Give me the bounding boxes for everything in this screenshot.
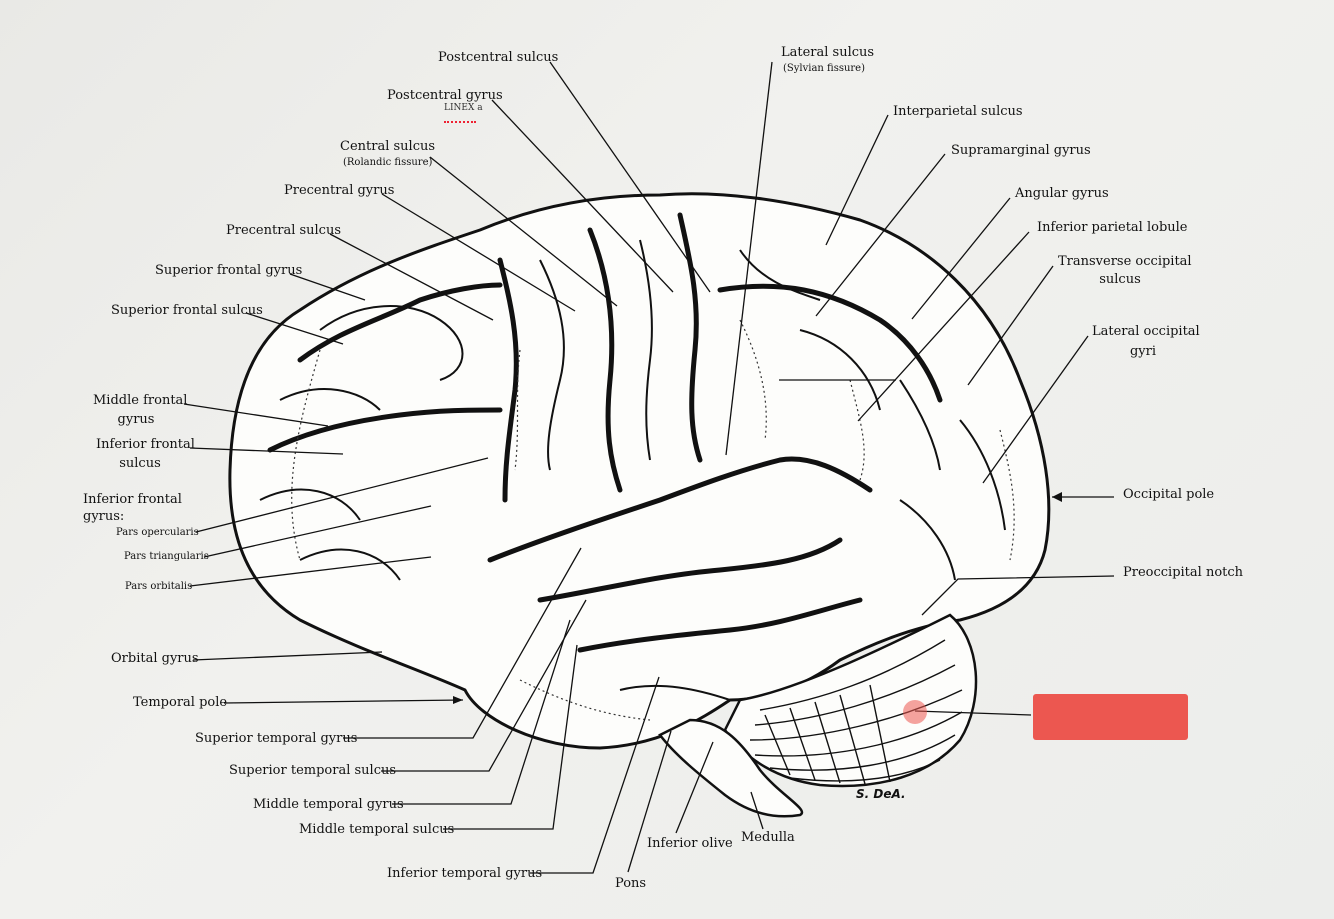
label-lateral-sulcus: Lateral sulcus [781,45,875,60]
label-pars-opercularis: Pars opercularis [116,527,199,538]
label-inferior-temporal-gyrus: Inferior temporal gyrus [387,866,543,881]
leader-preoccipital-notch [921,575,1115,616]
leader-lines [183,61,1115,874]
label-superior-frontal-gyrus: Superior frontal gyrus [155,263,303,278]
label-inferior-frontal-sulcus-2: sulcus [119,456,161,471]
leader-postcentral-sulcus [549,61,711,293]
leader-lateral-sulcus [725,61,773,456]
leader-inferior-olive [675,741,714,834]
label-pons: Pons [615,876,647,891]
cerebellum-folia [749,639,963,785]
leader-interparietal-sulcus [825,114,889,246]
label-pars-orbitalis: Pars orbitalis [125,581,193,592]
label-rolandic-fissure: (Rolandic fissure) [343,157,433,168]
label-middle-temporal-sulcus: Middle temporal sulcus [299,822,455,837]
label-interparietal-sulcus: Interparietal sulcus [893,104,1023,119]
leader-lateral-occipital-gyri [982,335,1089,484]
label-middle-frontal-gyrus-1: Middle frontal [93,393,188,408]
label-transverse-occipital-sulcus-1: Transverse occipital [1058,254,1192,269]
gyral-folds [259,239,1006,701]
label-pars-triangularis: Pars triangularis [124,551,209,562]
leader-inferior-parietal-lobule [857,231,1030,422]
label-postcentral-sulcus: Postcentral sulcus [438,50,559,65]
leader-medulla [750,791,764,830]
leader-temporal-pole [223,699,464,704]
leader-pons [627,730,672,873]
label-superior-frontal-sulcus: Superior frontal sulcus [111,303,263,318]
label-medulla: Medulla [741,830,795,845]
leader-precentral-gyrus [381,193,576,312]
label-superior-temporal-sulcus: Superior temporal sulcus [229,763,397,778]
label-inferior-parietal-lobule: Inferior parietal lobule [1037,220,1188,235]
highlight-dot [903,700,927,724]
leader-transverse-occipital-sulcus [967,265,1054,386]
label-sylvian-fissure: (Sylvian fissure) [783,63,866,74]
leader-middle-frontal-gyrus [183,403,329,427]
dotted-lines [291,319,1015,721]
label-preoccipital-notch: Preoccipital notch [1123,565,1244,580]
sulci [267,212,943,653]
artist-signature: S. DeA. [856,787,906,801]
label-lateral-occipital-gyri-1: Lateral occipital [1092,324,1200,339]
leader-pars-triangularis [203,505,432,558]
label-lateral-occipital-gyri-2: gyri [1129,344,1157,359]
leader-precentral-sulcus [329,233,494,321]
label-middle-frontal-gyrus-2: gyrus [117,412,155,427]
label-precentral-sulcus: Precentral sulcus [226,223,342,238]
leader-inferior-frontal-sulcus [189,447,344,455]
leader-orbital-gyrus [192,651,383,661]
label-inferior-frontal-gyrus-2: gyrus: [83,509,125,524]
label-supramarginal-gyrus: Supramarginal gyrus [951,143,1091,158]
leader-supramarginal-gyrus [815,153,946,317]
label-central-sulcus: Central sulcus [340,139,436,154]
label-transverse-occipital-sulcus-2: sulcus [1099,272,1141,287]
leader-masked-label [914,710,1032,716]
label-occipital-pole: Occipital pole [1123,487,1215,502]
label-precentral-gyrus: Precentral gyrus [284,183,395,198]
leader-inferior-temporal-gyrus [530,676,660,874]
leader-pars-orbitalis [189,556,432,587]
label-temporal-pole: Temporal pole [133,695,228,710]
handwritten-mark: LINEX a [444,103,483,113]
leader-postcentral-gyrus [491,99,674,293]
temporal-pole-arrowhead [453,696,463,704]
leader-superior-temporal-sulcus [381,599,587,772]
leader-pars-opercularis [195,457,489,533]
brainstem [658,718,804,818]
label-middle-temporal-gyrus: Middle temporal gyrus [253,797,404,812]
leader-central-sulcus [429,156,618,307]
leader-superior-frontal-gyrus [289,273,366,301]
occipital-pole-arrowhead [1052,492,1062,502]
label-postcentral-gyrus: Postcentral gyrus [387,88,503,103]
leader-middle-temporal-sulcus [443,644,578,830]
arrowheads [453,492,1062,704]
red-dotted-underline [444,121,476,123]
label-orbital-gyrus: Orbital gyrus [111,651,199,666]
label-inferior-olive: Inferior olive [647,836,733,851]
label-angular-gyrus: Angular gyrus [1015,186,1109,201]
label-inferior-frontal-gyrus-1: Inferior frontal [83,492,182,507]
leader-middle-temporal-gyrus [392,619,571,805]
hidden-answer-box[interactable] [1033,694,1188,740]
leader-angular-gyrus [911,197,1011,320]
label-superior-temporal-gyrus: Superior temporal gyrus [195,731,358,746]
leader-superior-frontal-sulcus [245,312,344,345]
label-inferior-frontal-sulcus-1: Inferior frontal [96,437,195,452]
leader-superior-temporal-gyrus [343,547,582,739]
